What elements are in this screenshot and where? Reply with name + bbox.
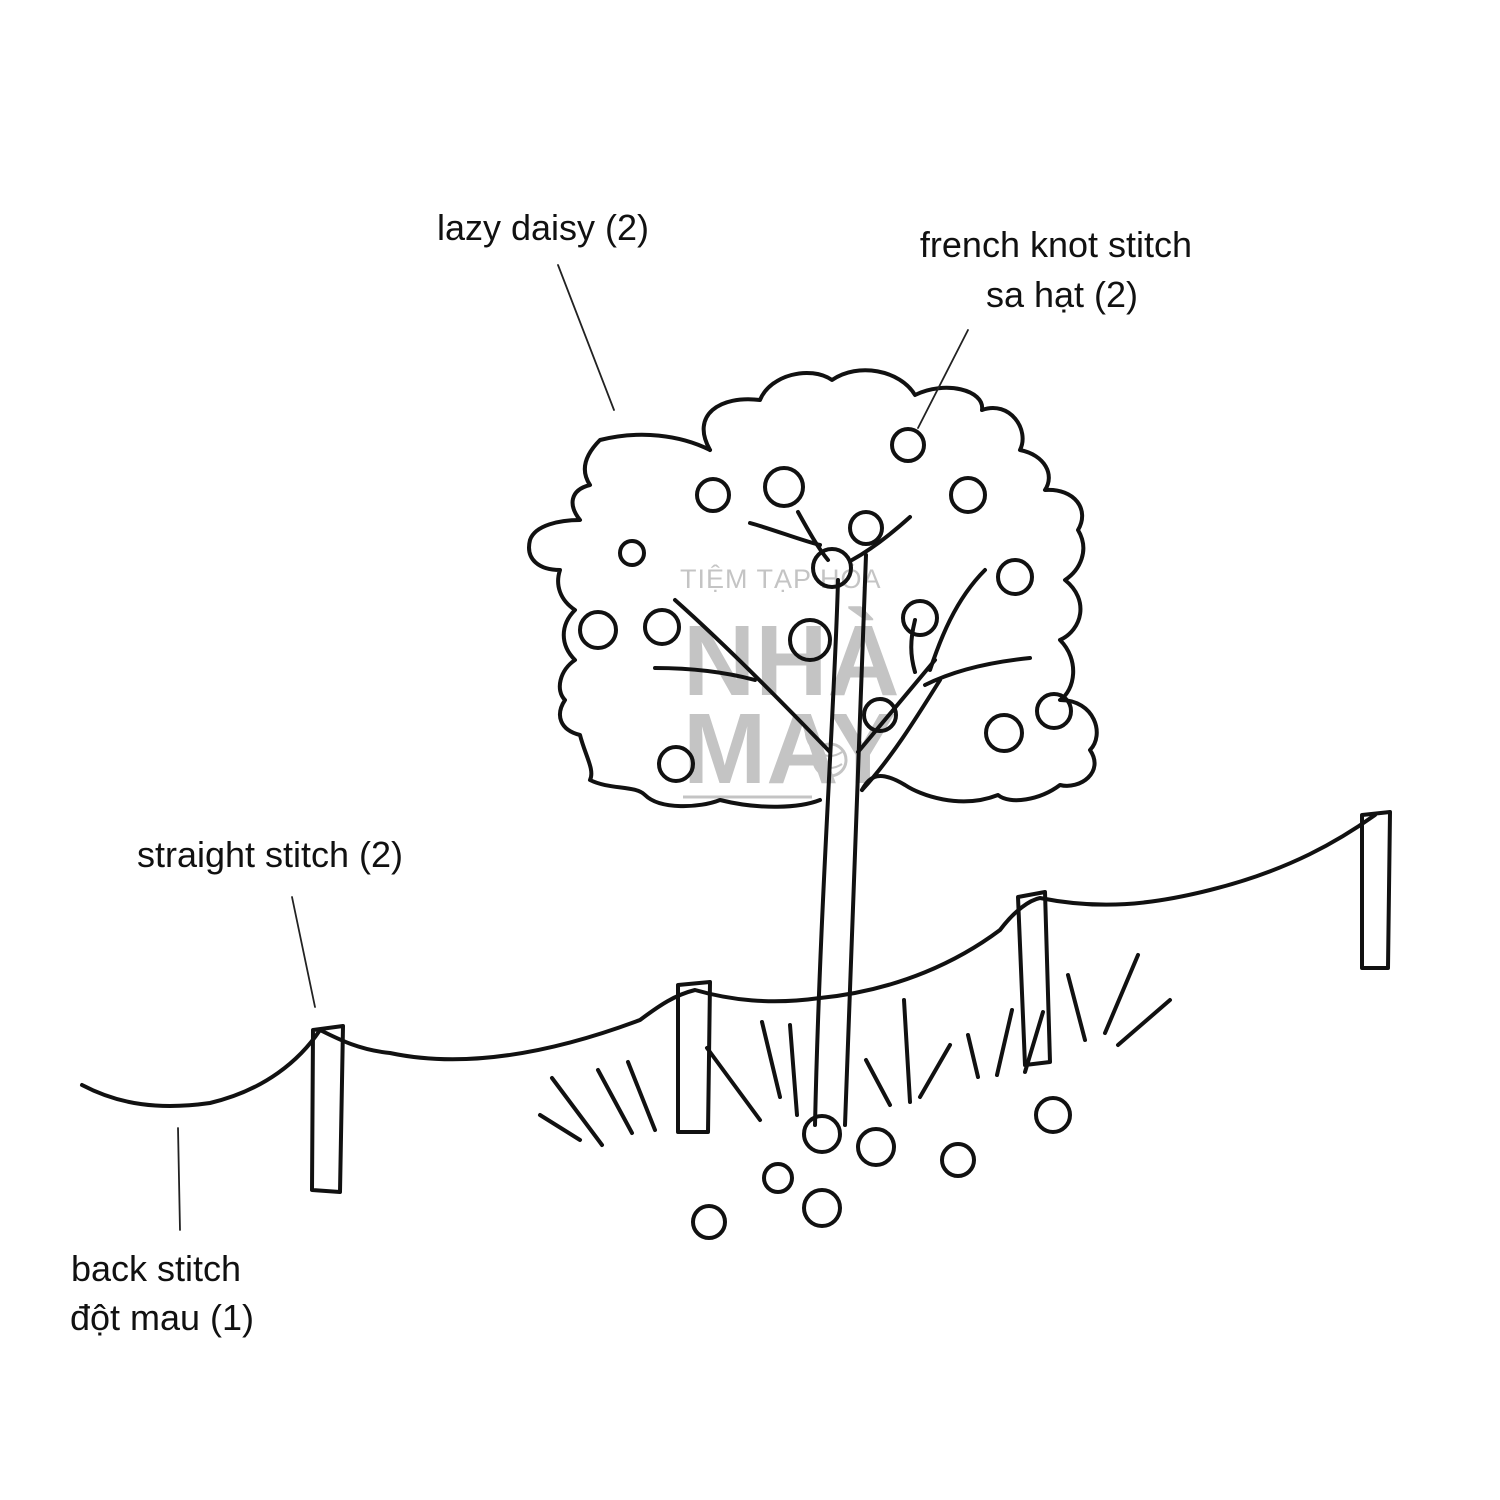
label-french-knot-line1: french knot stitch — [920, 224, 1192, 265]
french-knots — [578, 427, 1073, 1240]
fence-post-3 — [1016, 890, 1052, 1067]
leader-straight-stitch — [291, 896, 316, 1008]
grass-strokes — [538, 953, 1172, 1147]
fence-posts — [310, 810, 1392, 1194]
fence-post-1 — [310, 1024, 345, 1194]
leader-lines — [177, 264, 969, 1231]
leader-french-knot — [917, 329, 969, 429]
leader-back-stitch — [177, 1127, 181, 1231]
watermark: TIỆM TẠP HÓA NHÀ MAY — [680, 563, 900, 805]
fence-post-4 — [1360, 810, 1392, 970]
canopy-branches — [653, 510, 1032, 754]
label-french-knot-line2: sa hạt (2) — [986, 274, 1138, 315]
tree-canopy-outline-left — [527, 432, 822, 809]
label-straight-stitch: straight stitch (2) — [137, 834, 403, 875]
leader-lazy-daisy — [557, 264, 615, 411]
tree-trunk — [813, 553, 942, 1127]
label-lazy-daisy: lazy daisy (2) — [437, 207, 649, 248]
label-back-stitch-line2: đột mau (1) — [70, 1297, 254, 1338]
fence-post-2 — [676, 980, 712, 1134]
label-back-stitch-line1: back stitch — [71, 1248, 241, 1289]
stitch-labels: lazy daisy (2) french knot stitch sa hạt… — [70, 207, 1192, 1338]
tree-canopy-outline — [701, 368, 1099, 804]
